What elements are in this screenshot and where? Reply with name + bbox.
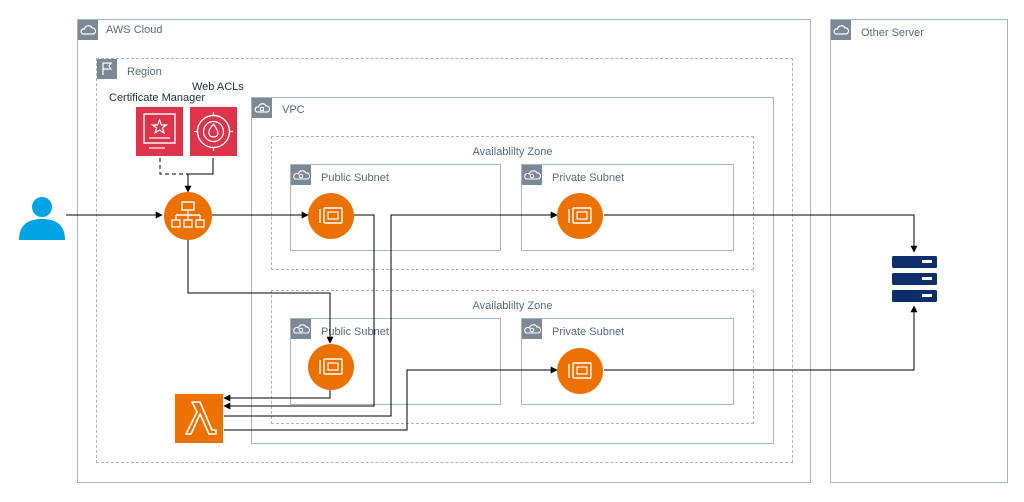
public-subnet-1: Public Subnet <box>290 164 501 251</box>
web-acls-label: Web ACLs <box>192 81 244 93</box>
connector-ec2-private-2-to-server <box>604 305 918 371</box>
private-subnet-2: Private Subnet <box>521 318 734 405</box>
region-group: Region <box>96 58 793 463</box>
private-subnet-2-label: Private Subnet <box>552 326 625 338</box>
waf-icon <box>190 107 237 156</box>
subnet-icon <box>522 319 542 339</box>
connector-waf-to-lb <box>184 158 214 193</box>
subnet-icon <box>291 165 311 185</box>
connector-ec2-public-1-to-lambda <box>223 214 375 410</box>
vpc-icon <box>252 98 272 118</box>
connector-lambda-to-ec2-private-2 <box>224 366 558 431</box>
private-subnet-1: Private Subnet <box>521 164 734 251</box>
availability-zone-2: Availablilty Zone <box>271 290 754 424</box>
aws-cloud-label: AWS Cloud <box>106 24 163 36</box>
connector-lb-to-ec2-public-2 <box>187 240 334 344</box>
region-label: Region <box>127 66 162 78</box>
flag-icon <box>97 59 117 79</box>
certificate-manager-label: Certificate Manager <box>109 92 205 104</box>
user-icon <box>19 197 65 240</box>
server-icon <box>892 256 937 302</box>
private-subnet-1-label: Private Subnet <box>552 172 625 184</box>
subnet-icon <box>291 319 311 339</box>
aws-cloud-group: AWS Cloud <box>77 19 811 483</box>
cloud-icon <box>78 20 98 40</box>
public-subnet-1-label: Public Subnet <box>321 172 389 184</box>
vpc-label: VPC <box>282 104 305 116</box>
other-server-group: Other Server <box>830 19 1008 483</box>
connector-lambda-to-ec2-private-1 <box>224 211 558 417</box>
subnet-icon <box>522 165 542 185</box>
ec2-instance-icon <box>308 344 354 390</box>
availability-zone-2-label: Availablilty Zone <box>472 300 553 312</box>
availability-zone-1: Availablilty Zone <box>271 136 754 270</box>
ec2-instance-icon <box>557 193 603 239</box>
availability-zone-1-label: Availablilty Zone <box>472 146 553 158</box>
connector-ec2-public-2-to-lambda <box>223 390 331 402</box>
load-balancer-icon <box>164 192 212 240</box>
ec2-instance-icon <box>308 193 354 239</box>
cloud-icon <box>831 20 851 40</box>
public-subnet-2-label: Public Subnet <box>321 326 389 338</box>
ec2-instance-icon <box>557 348 603 394</box>
connector-cert-to-lb <box>159 158 189 193</box>
certificate-manager-icon <box>136 107 183 156</box>
vpc-group: VPC <box>251 97 774 444</box>
connectors <box>66 158 918 431</box>
connector-ec2-private-1-to-server <box>604 214 918 253</box>
lambda-icon <box>175 394 223 443</box>
other-server-label: Other Server <box>861 27 924 39</box>
public-subnet-2: Public Subnet <box>290 318 501 405</box>
